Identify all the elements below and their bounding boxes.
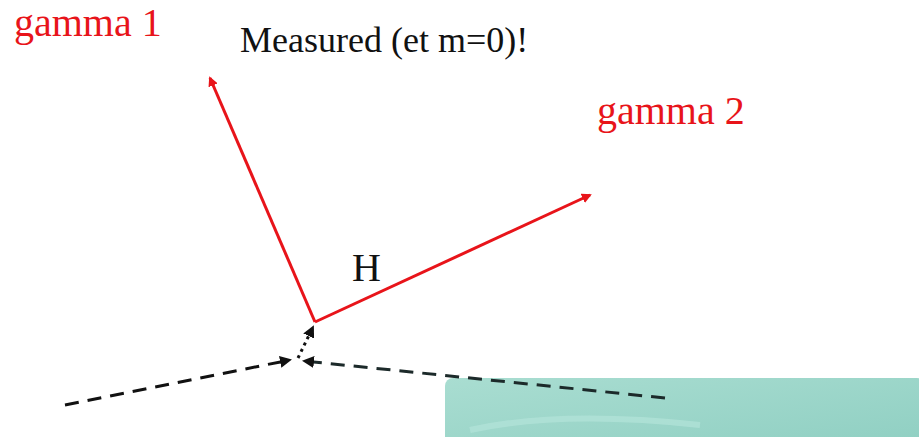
photon-arrow [210,78,315,322]
photon-label: gamma 1 [14,0,162,46]
photo-highlight [470,419,700,430]
higgs-track [298,327,313,358]
photon-label: gamma 2 [597,88,745,134]
note-label: Measured (et m=0)! [240,20,528,61]
photo-fragment [445,378,919,437]
incoming-particle [65,360,290,405]
photon-arrow [315,195,590,322]
incoming-particle [304,361,665,398]
particle-label: H [352,245,381,291]
